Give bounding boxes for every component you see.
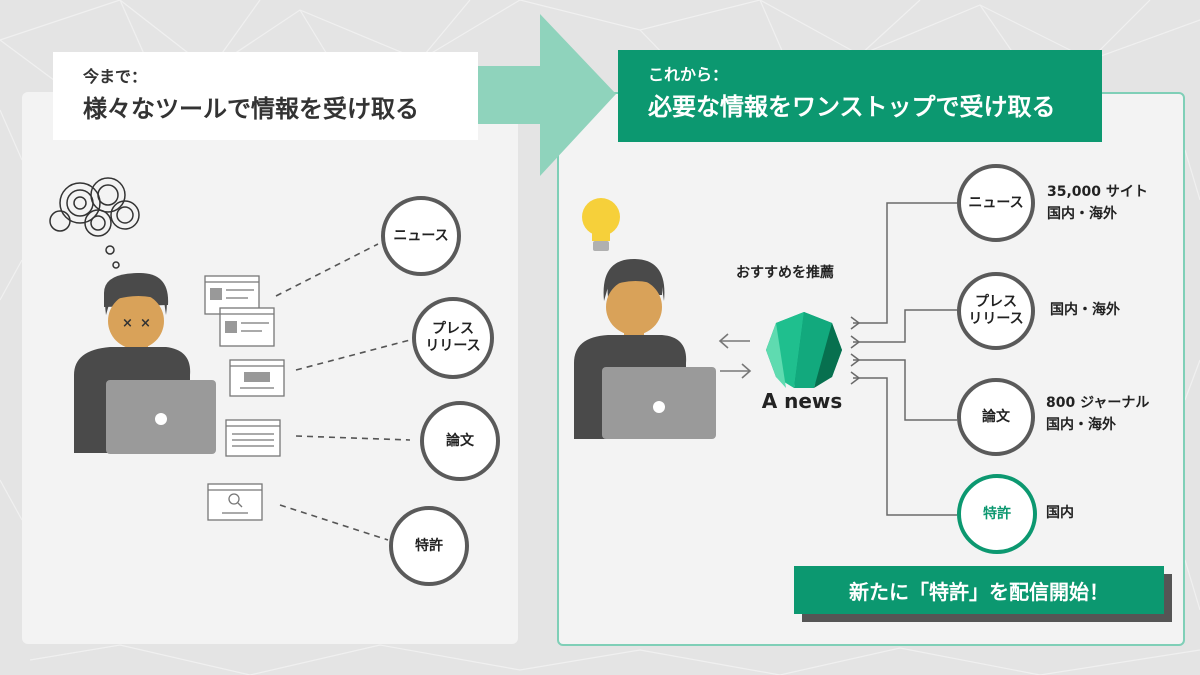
search-page-icon xyxy=(207,483,263,521)
thought-cloud-icon xyxy=(49,177,140,269)
before-source-press-release: プレス リリース xyxy=(412,297,494,379)
before-heading-small: 今まで： xyxy=(83,67,148,86)
informed-person-illustration xyxy=(574,198,716,439)
news-detail-region: 国内・海外 xyxy=(1047,206,1117,222)
web-tools-illustration xyxy=(204,275,285,521)
paper-detail-count: 800 ジャーナル xyxy=(1046,395,1150,411)
before-heading: 今まで： 様々なツールで情報を受け取る xyxy=(53,52,478,140)
news-detail-count: 35,000 サイト xyxy=(1047,184,1148,200)
patent-detail-region: 国内 xyxy=(1046,505,1074,521)
paper-detail-region: 国内・海外 xyxy=(1046,417,1116,433)
svg-text:×: × xyxy=(122,316,133,331)
before-heading-big: 様々なツールで情報を受け取る xyxy=(83,95,419,123)
transition-arrow xyxy=(478,14,616,176)
browser-window-icon xyxy=(219,307,275,347)
after-source-news: ニュース xyxy=(957,164,1035,242)
before-source-patent: 特許 xyxy=(389,506,469,586)
lightbulb-icon xyxy=(582,198,620,251)
paper-document-icon xyxy=(225,419,281,457)
svg-text:×: × xyxy=(140,316,151,331)
before-source-news: ニュース xyxy=(381,196,461,276)
press-detail-region: 国内・海外 xyxy=(1050,302,1120,318)
after-source-patent: 特許 xyxy=(957,474,1037,554)
recommend-label: おすすめを推薦 xyxy=(736,265,834,281)
press-release-page-icon xyxy=(229,359,285,397)
after-connectors xyxy=(850,202,957,516)
anews-logo-icon xyxy=(766,312,842,388)
after-heading: これから： 必要な情報をワンストップで受け取る xyxy=(618,50,1102,142)
before-connectors xyxy=(275,243,410,541)
confused-person-illustration: × × xyxy=(49,177,216,454)
after-heading-small: これから： xyxy=(648,65,729,84)
exchange-arrows xyxy=(718,333,752,379)
before-source-paper: 論文 xyxy=(420,401,500,481)
after-source-press-release: プレス リリース xyxy=(957,272,1035,350)
after-panel xyxy=(557,92,1185,646)
after-source-paper: 論文 xyxy=(957,378,1035,456)
after-heading-big: 必要な情報をワンストップで受け取る xyxy=(648,93,1056,121)
anews-brand: A news xyxy=(761,389,843,413)
patent-launch-banner: 新たに「特許」を配信開始！ xyxy=(794,566,1164,614)
